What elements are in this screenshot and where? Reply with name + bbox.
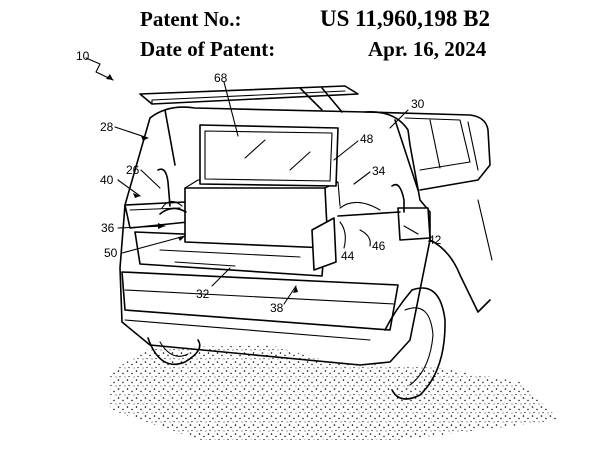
ref-32: 32 [196, 287, 210, 301]
ref-68: 68 [214, 71, 228, 85]
display-screen [199, 124, 339, 187]
right-fender [429, 239, 491, 313]
ref-44: 44 [341, 249, 355, 263]
right-tail-light [397, 207, 431, 241]
ref-36: 36 [101, 221, 115, 235]
ref-46: 46 [372, 239, 386, 253]
ref-34: 34 [372, 164, 386, 178]
ref-10: 10 [76, 49, 90, 63]
left-tail-light [124, 201, 189, 229]
date-of-patent-label: Date of Patent: [140, 37, 276, 61]
left-bracket [157, 168, 171, 207]
bed-extension [311, 217, 337, 271]
patent-number-value: US 11,960,198 B2 [320, 6, 490, 31]
ref-50: 50 [104, 246, 118, 260]
right-tire [384, 287, 446, 400]
ref-40: 40 [100, 173, 114, 187]
left-tire [147, 337, 201, 366]
ref-26: 26 [126, 163, 140, 177]
side-windows [364, 111, 491, 191]
work-surface [184, 187, 329, 249]
ref-42: 42 [428, 233, 442, 247]
ref-28: 28 [100, 120, 114, 134]
ref-38: 38 [270, 301, 284, 315]
rear-bumper [121, 271, 399, 331]
ground-shadow [110, 345, 560, 440]
patent-number-label: Patent No.: [140, 7, 242, 31]
date-of-patent-value: Apr. 16, 2024 [368, 37, 487, 61]
right-bracket [391, 183, 405, 213]
ref-30: 30 [411, 97, 425, 111]
vehicle-body [119, 106, 431, 366]
ref-48: 48 [360, 132, 374, 146]
